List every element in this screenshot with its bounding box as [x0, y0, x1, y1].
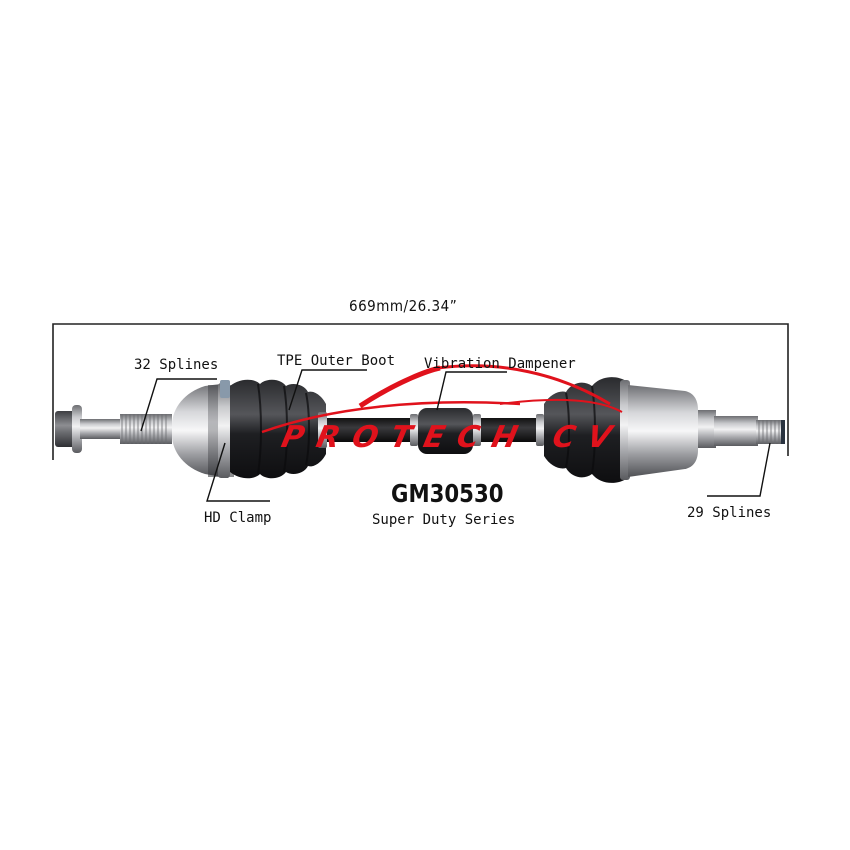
dimension-bracket — [52, 323, 789, 460]
callout-hd-clamp: HD Clamp — [204, 510, 272, 526]
product-series: Super Duty Series — [372, 512, 516, 528]
tpe-outer-boot — [230, 379, 326, 479]
hd-clamp-icon — [218, 380, 230, 478]
vibration-dampener — [418, 408, 473, 454]
callout-vibration-dampener: Vibration Dampener — [424, 356, 576, 372]
dimension-label: 669mm/26.34” — [349, 297, 458, 315]
splines-29-icon — [756, 420, 785, 444]
inner-cv-housing — [628, 385, 698, 477]
model-number: GM30530 — [391, 479, 504, 508]
protech-cv-car-swoosh-logo — [261, 364, 623, 434]
callout-tpe-outer-boot: TPE Outer Boot — [277, 353, 396, 369]
axle-nut-icon — [55, 405, 82, 453]
splines-32-icon — [120, 414, 172, 444]
callout-32-splines: 32 Splines — [134, 357, 219, 373]
callout-leaders — [140, 369, 771, 502]
callout-29-splines: 29 Splines — [687, 505, 772, 521]
